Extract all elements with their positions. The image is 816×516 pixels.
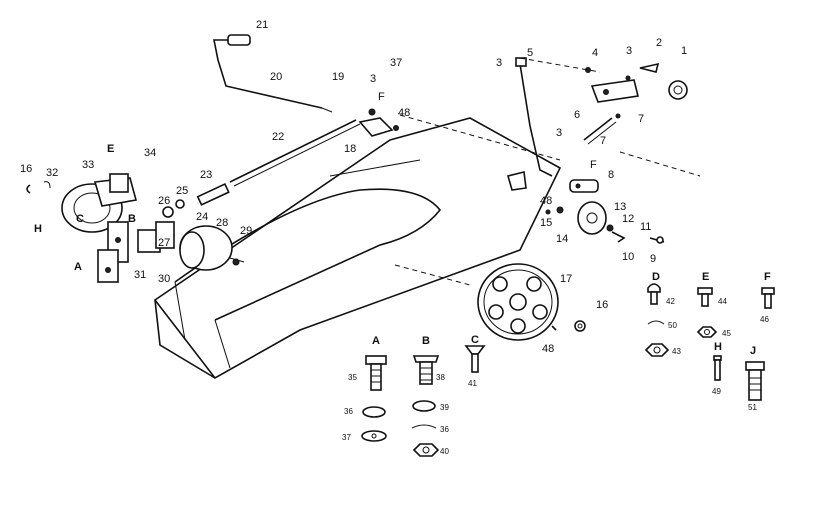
hardware-J-letter: J	[750, 345, 756, 357]
hardware-labels: A 35 36 37 B 38 39 36 40 C 41 D 42 50 43…	[342, 271, 771, 456]
callout-3: 3	[370, 73, 376, 85]
hardware-a-b-c	[361, 345, 486, 457]
callout-26: 26	[158, 195, 170, 207]
callout-32: 32	[46, 167, 58, 179]
callout-15: 15	[540, 217, 552, 229]
callout-3: 3	[626, 45, 632, 57]
callout-A: A	[74, 261, 82, 273]
callout-16: 16	[20, 163, 32, 175]
callout-3: 3	[496, 57, 502, 69]
hardware-F-bolt-num: 46	[760, 315, 769, 324]
control-rod	[196, 119, 361, 206]
bracket-18	[358, 108, 399, 137]
callout-B: B	[128, 213, 136, 225]
callout-9: 9	[650, 253, 656, 265]
callout-29: 29	[240, 225, 252, 237]
callout-11: 11	[640, 221, 651, 233]
callout-25: 25	[176, 185, 188, 197]
callout-31: 31	[134, 269, 146, 281]
callout-17: 17	[560, 273, 572, 285]
hardware-A-bolt-num: 35	[348, 373, 357, 382]
callout-27: 27	[158, 237, 170, 249]
right-linkage	[507, 57, 701, 244]
callout-28: 28	[216, 217, 228, 229]
callout-5: 5	[527, 47, 533, 59]
callout-3: 3	[556, 127, 562, 139]
hardware-h-j	[713, 355, 765, 401]
callout-2: 2	[656, 37, 662, 49]
hardware-A-washer1-num: 36	[344, 407, 353, 416]
hardware-B-washer1-num: 39	[440, 403, 449, 412]
hardware-B-nut-num: 40	[440, 447, 449, 456]
callout-F: F	[590, 159, 597, 171]
callout-18: 18	[344, 143, 356, 155]
hardware-J-bolt-num: 51	[748, 403, 757, 412]
hardware-E-bolt-num: 44	[718, 297, 727, 306]
callout-7: 7	[600, 135, 606, 147]
callout-48: 48	[398, 107, 410, 119]
callout-48: 48	[542, 343, 554, 355]
callout-34: 34	[144, 147, 156, 159]
hardware-C-bolt-num: 41	[468, 379, 477, 388]
callout-12: 12	[622, 213, 634, 225]
hardware-F-letter: F	[764, 271, 771, 283]
callout-13: 13	[614, 201, 626, 213]
hardware-H-letter: H	[714, 341, 722, 353]
hardware-B-washer2-num: 36	[440, 425, 449, 434]
callout-10: 10	[622, 251, 634, 263]
large-pulley	[477, 263, 586, 341]
callout-19: 19	[332, 71, 344, 83]
hardware-C-letter: C	[471, 334, 479, 346]
callout-E: E	[107, 143, 114, 155]
clutch-pulley-assembly	[26, 173, 138, 283]
hardware-E-nut-num: 45	[722, 329, 731, 338]
hardware-H-bolt-num: 49	[712, 387, 721, 396]
hardware-D-nut-num: 43	[672, 347, 681, 356]
callout-24: 24	[196, 211, 208, 223]
callout-37: 37	[390, 57, 402, 69]
callout-6: 6	[574, 109, 580, 121]
callout-33: 33	[82, 159, 94, 171]
callout-14: 14	[556, 233, 568, 245]
hardware-B-bolt-num: 38	[436, 373, 445, 382]
hardware-A-letter: A	[372, 335, 380, 347]
callout-21: 21	[256, 19, 268, 31]
hardware-B-letter: B	[422, 335, 430, 347]
callout-23: 23	[200, 169, 212, 181]
hardware-D-bolt-num: 42	[666, 297, 675, 306]
drive-motor-assembly	[137, 199, 245, 271]
hardware-d-e-f	[644, 283, 775, 357]
callout-30: 30	[158, 273, 170, 285]
callout-20: 20	[270, 71, 282, 83]
callout-7: 7	[638, 113, 644, 125]
callout-1: 1	[681, 45, 687, 57]
hardware-D-washer-num: 50	[668, 321, 677, 330]
callout-16: 16	[596, 299, 608, 311]
hardware-E-letter: E	[702, 271, 709, 283]
callout-labels: 1 2 3 4 5 3 6 7 3 7 F 8 48 13 15 12 11 1…	[20, 19, 687, 355]
callout-22: 22	[272, 131, 284, 143]
hardware-A-washer2-num: 37	[342, 433, 351, 442]
hardware-D-letter: D	[652, 271, 660, 283]
callout-F: F	[378, 91, 385, 103]
callout-48: 48	[540, 195, 552, 207]
deck-housing	[153, 114, 562, 380]
callout-H: H	[34, 223, 42, 235]
callout-C: C	[76, 213, 84, 225]
callout-8: 8	[608, 169, 614, 181]
callout-4: 4	[592, 47, 598, 59]
control-handle-rod	[213, 34, 333, 113]
